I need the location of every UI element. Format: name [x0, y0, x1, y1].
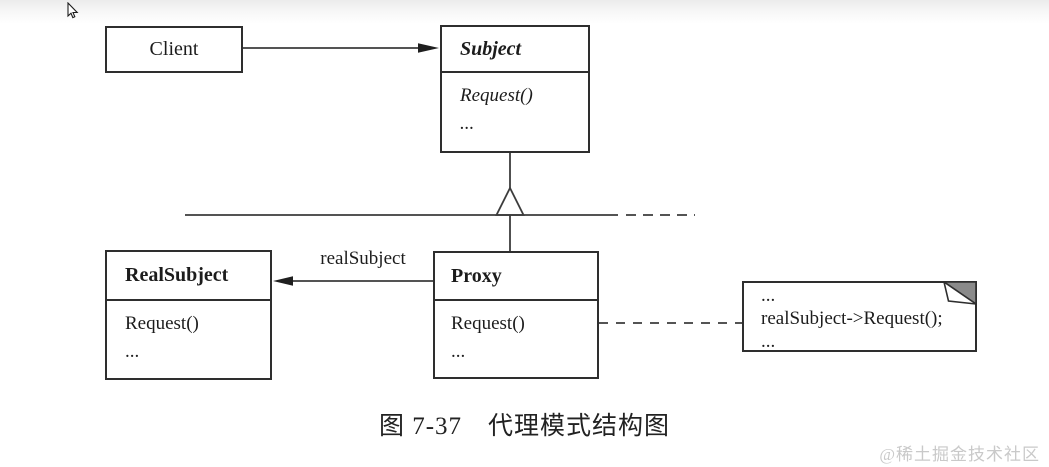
class-realsubject-name: RealSubject — [107, 252, 270, 301]
class-proxy-method: Request() — [451, 313, 525, 334]
inheritance-triangle-icon — [495, 185, 525, 216]
arrowhead-right-icon — [418, 43, 439, 53]
association-label-realsubject: realSubject — [320, 248, 406, 269]
figure-caption: 图 7-37 代理模式结构图 — [378, 413, 671, 440]
class-subject-body: Request() ... — [442, 73, 588, 138]
note-fold-icon — [941, 281, 977, 306]
class-client: Client — [105, 26, 243, 73]
class-proxy-ellipsis: ... — [451, 341, 466, 362]
class-subject-name: Subject — [442, 27, 588, 73]
class-subject-method: Request() — [460, 85, 533, 106]
class-client-name: Client — [149, 38, 199, 60]
class-proxy-body: Request() ... — [435, 301, 597, 366]
watermark: @稀土掘金技术社区 — [879, 445, 1040, 464]
class-realsubject-method: Request() — [125, 313, 199, 334]
class-realsubject: RealSubject Request() ... — [105, 250, 272, 380]
arrowhead-left-icon — [273, 276, 293, 286]
mouse-cursor-icon — [67, 2, 79, 19]
note-line: ... — [761, 331, 776, 352]
note: ... realSubject->Request(); ... — [742, 281, 977, 352]
class-realsubject-ellipsis: ... — [125, 341, 140, 362]
note-line: ... — [761, 285, 776, 306]
class-subject: Subject Request() ... — [440, 25, 590, 153]
class-realsubject-body: Request() ... — [107, 301, 270, 366]
class-subject-ellipsis: ... — [460, 113, 475, 134]
class-proxy-name: Proxy — [435, 253, 597, 301]
note-line-code: realSubject->Request(); — [761, 308, 943, 329]
class-proxy: Proxy Request() ... — [433, 251, 599, 379]
